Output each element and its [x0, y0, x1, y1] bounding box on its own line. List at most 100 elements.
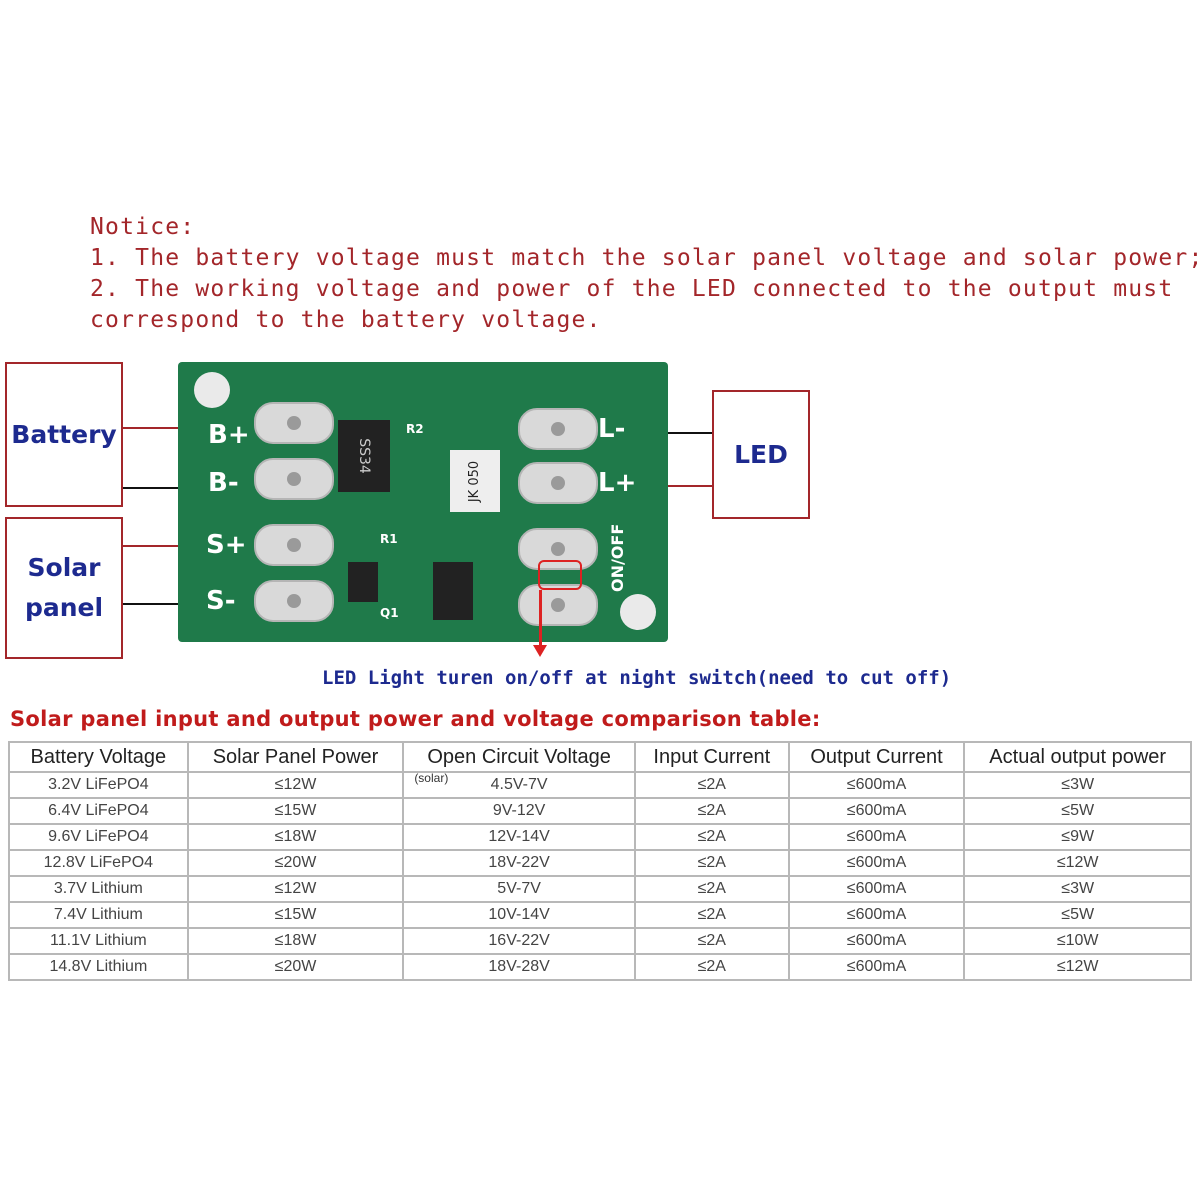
table-cell: 11.1V Lithium	[8, 927, 189, 955]
cell-text: ≤12W	[274, 776, 317, 793]
pin-label-b-minus: B-	[208, 468, 239, 498]
cell-text: ≤2A	[697, 776, 726, 793]
table-cell: ≤2A	[633, 927, 790, 955]
cell-text: ≤15W	[274, 906, 317, 923]
table-cell: ≤18W	[186, 927, 405, 955]
cell-text: 7.4V Lithium	[53, 906, 143, 923]
column-header: Input Current	[633, 741, 790, 773]
cell-text: 4.5V-7V	[490, 776, 548, 793]
cell-text: ≤600mA	[846, 932, 907, 949]
cell-text: ≤600mA	[846, 802, 907, 819]
mounting-hole	[620, 594, 656, 630]
cell-text: ≤600mA	[846, 776, 907, 793]
diode-chip: SS34	[338, 420, 390, 492]
cell-text: ≤20W	[274, 958, 317, 975]
cell-text: ≤18W	[274, 828, 317, 845]
led-plus-wire	[640, 485, 712, 487]
column-header: Solar Panel Power	[186, 741, 405, 773]
table-cell: 5V-7V	[402, 875, 636, 903]
q1-label: Q1	[380, 606, 399, 620]
notice-title: Notice:	[90, 214, 196, 240]
table-cell: ≤2A	[633, 953, 790, 981]
cell-text: 9.6V LiFePO4	[48, 828, 149, 845]
solar-panel-box: Solar panel	[5, 517, 123, 659]
table-cell: ≤600mA	[787, 875, 966, 903]
battery-label: Battery	[11, 419, 117, 449]
led-minus-wire	[640, 432, 712, 434]
cell-text: 12V-14V	[488, 828, 550, 845]
r2-label: R2	[406, 422, 424, 436]
table-cell: ≤12W	[186, 771, 405, 799]
cell-text: ≤12W	[1056, 854, 1099, 871]
cell-text: ≤10W	[1056, 932, 1099, 949]
table-cell: ≤3W	[963, 875, 1192, 903]
cell-text: ≤2A	[697, 854, 726, 871]
solar-minus-wire	[121, 603, 211, 605]
led-box: LED	[712, 390, 810, 519]
pin-label-s-plus: S+	[206, 530, 247, 560]
transistor-q1	[348, 562, 378, 602]
notice: Notice: 1. The battery voltage must matc…	[90, 212, 1200, 336]
pad-switch-b	[518, 584, 598, 626]
table-cell: ≤2A	[633, 823, 790, 851]
table-cell: ≤10W	[963, 927, 1192, 955]
table-cell: ≤2A	[633, 797, 790, 825]
table-cell: 18V-28V	[402, 953, 636, 981]
cell-text: 14.8V Lithium	[49, 958, 148, 975]
pin-label-l-minus: L-	[598, 414, 626, 444]
column-header: Output Current	[787, 741, 966, 773]
cell-text: ≤2A	[697, 958, 726, 975]
pad-s-minus	[254, 580, 334, 622]
pad-s-plus	[254, 524, 334, 566]
table-cell: ≤12W	[963, 953, 1192, 981]
table-cell: ≤5W	[963, 797, 1192, 825]
led-label: LED	[734, 439, 788, 469]
table-cell: 6.4V LiFePO4	[8, 797, 189, 825]
cell-text: ≤2A	[697, 932, 726, 949]
panel-label: panel	[24, 593, 104, 622]
table-cell: ≤18W	[186, 823, 405, 851]
table-row: 3.7V Lithium ≤12W 5V-7V ≤2A ≤600mA ≤3W	[8, 875, 1192, 903]
table-cell: ≤600mA	[787, 849, 966, 877]
battery-plus-wire	[121, 427, 211, 429]
switch-caption: LED Light turen on/off at night switch(n…	[322, 667, 952, 689]
table-cell: 9.6V LiFePO4	[8, 823, 189, 851]
cell-text: ≤2A	[697, 828, 726, 845]
cell-text: ≤12W	[274, 880, 317, 897]
notice-line-1: 1. The battery voltage must match the so…	[90, 245, 1200, 271]
battery-minus-wire	[121, 487, 211, 489]
table-cell: ≤600mA	[787, 901, 966, 929]
table-cell: ≤2A	[633, 849, 790, 877]
cell-text: ≤15W	[274, 802, 317, 819]
cell-text: 6.4V LiFePO4	[48, 802, 149, 819]
cell-text: ≤600mA	[846, 958, 907, 975]
table-cell: 16V-22V	[402, 927, 636, 955]
cell-text: ≤3W	[1061, 880, 1095, 897]
inductor-chip: JK 050	[450, 450, 500, 512]
cell-text: ≤600mA	[846, 828, 907, 845]
cell-text: ≤2A	[697, 802, 726, 819]
table-cell: 18V-22V	[402, 849, 636, 877]
cell-text: 10V-14V	[488, 906, 550, 923]
table-row: 11.1V Lithium ≤18W 16V-22V ≤2A ≤600mA ≤10W	[8, 927, 1192, 955]
table-cell: ≤600mA	[787, 771, 966, 799]
switch-label: ON/OFF	[608, 523, 627, 592]
notice-line-2: 2. The working voltage and power of the …	[90, 276, 1174, 302]
cell-text: ≤18W	[274, 932, 317, 949]
cell-text: 5V-7V	[497, 880, 541, 897]
cell-text: 3.7V Lithium	[53, 880, 143, 897]
table-cell: ≤600mA	[787, 927, 966, 955]
pad-l-minus	[518, 408, 598, 450]
cell-text: 11.1V Lithium	[50, 932, 147, 949]
table-cell: 3.7V Lithium	[8, 875, 189, 903]
table-cell: ≤600mA	[787, 823, 966, 851]
cell-text: ≤2A	[697, 906, 726, 923]
cell-text: ≤2A	[697, 880, 726, 897]
cell-text: 16V-22V	[488, 932, 550, 949]
